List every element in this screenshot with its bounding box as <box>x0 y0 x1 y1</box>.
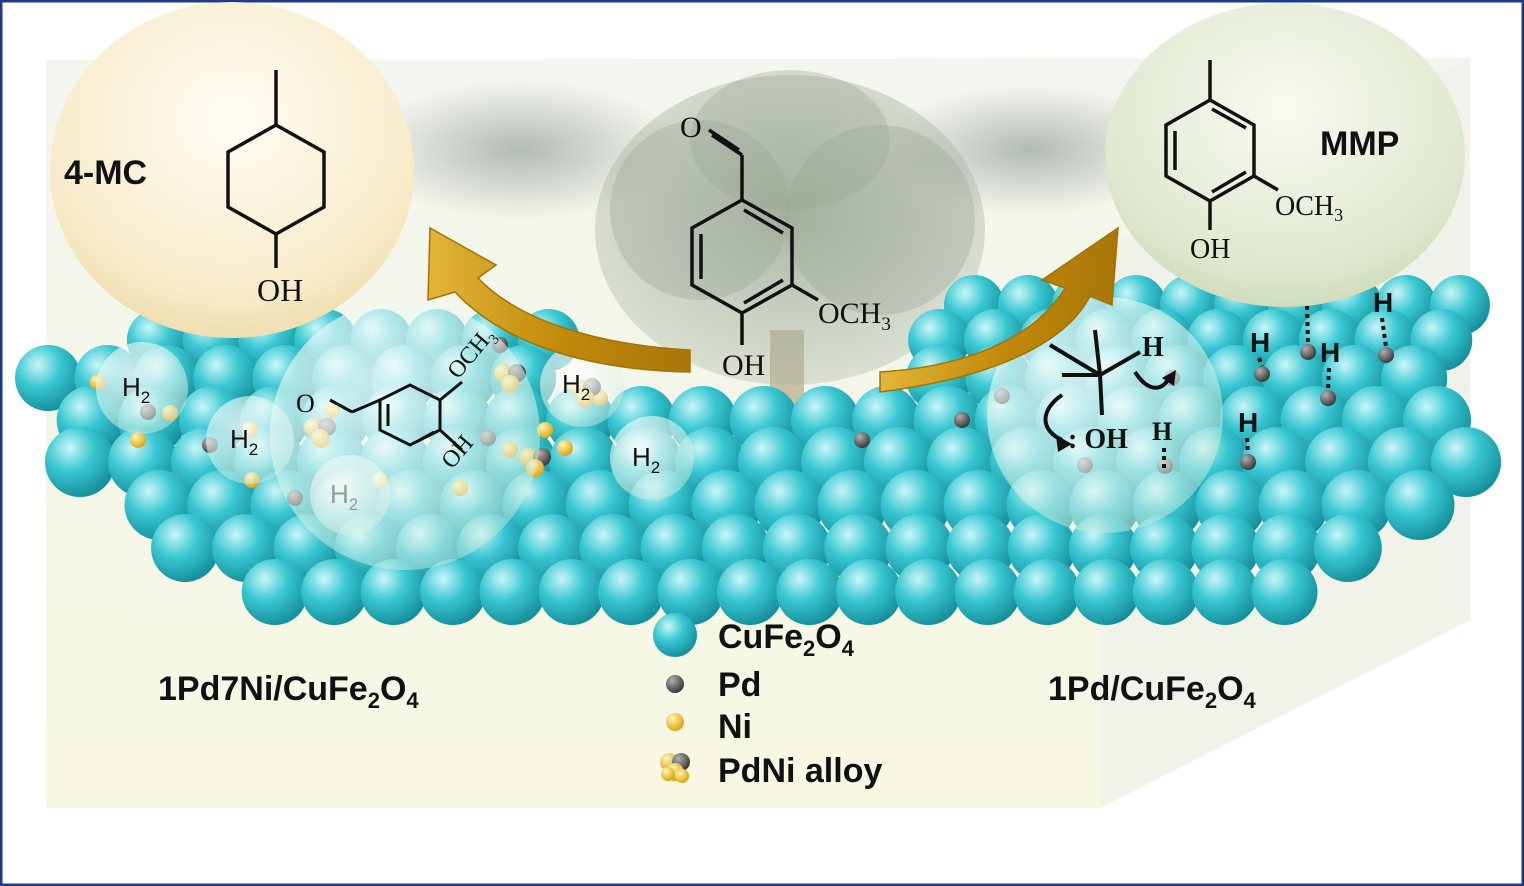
legend-pd-label: Pd <box>718 666 761 704</box>
spillover-h-label: H <box>1250 327 1270 358</box>
legend-pd-swatch <box>666 675 684 693</box>
cufe2o4-sphere <box>241 559 308 625</box>
cufe2o4-sphere <box>657 559 724 625</box>
reaction-arrow-right <box>879 226 1119 393</box>
adsorbed-vanillin: O OCH3 OH <box>270 300 540 570</box>
cufe2o4-sphere <box>835 559 902 625</box>
product-bubble-right <box>1105 3 1465 307</box>
vanillin-oh: OH <box>722 349 765 382</box>
vanillin-och3: OCH3 <box>818 297 891 335</box>
product-mmp-oh: OH <box>1190 234 1230 265</box>
legend-ni-label: Ni <box>718 708 752 746</box>
mechanism-bubble: H : OH H <box>987 297 1223 533</box>
cufe2o4-sphere <box>301 559 368 625</box>
pd-particle <box>1320 390 1336 406</box>
catalyst-label-left: 1Pd7Ni/CuFe2O4 <box>158 670 419 713</box>
cufe2o4-sphere <box>716 559 783 625</box>
product-4mc-oh: OH <box>257 272 303 308</box>
product-mmp: MMP OCH3 OH <box>1105 3 1465 307</box>
legend-pdni-label: PdNi alloy <box>718 752 882 790</box>
pd-particle <box>1378 347 1394 363</box>
spillover-h-label: H <box>1238 407 1258 438</box>
aldehyde-o-label: O <box>296 389 315 418</box>
mechanism-h2-label: H <box>1152 417 1172 446</box>
ni-particle <box>557 440 573 456</box>
cufe2o4-sphere <box>776 559 843 625</box>
cufe2o4-sphere <box>598 559 665 625</box>
cufe2o4-sphere <box>15 345 81 411</box>
mechanism-h-label: H <box>1142 332 1164 363</box>
spillover-h: H <box>1320 337 1340 391</box>
product-mmp-och3: OCH3 <box>1275 191 1343 225</box>
spillover-h-label: H <box>1320 337 1340 368</box>
pd-particle <box>1254 366 1270 382</box>
legend-cufe2o4-swatch <box>653 613 697 657</box>
spillover-h: H <box>1373 287 1393 348</box>
h2-bubble: H2 <box>96 342 188 434</box>
h2-bubble: H2 <box>610 416 694 500</box>
methylcyclohexanol-structure <box>226 70 326 268</box>
product-4mc: 4-MC OH <box>50 2 414 338</box>
cufe2o4-sphere <box>1431 427 1501 497</box>
spillover-h: H <box>1238 407 1258 455</box>
cufe2o4-sphere <box>479 559 546 625</box>
product-mmp-label: MMP <box>1320 125 1399 163</box>
spillover-h: H <box>1250 327 1270 367</box>
h2-label: H2 <box>122 372 150 407</box>
reaction-arrow-left <box>427 226 691 373</box>
pd-particle <box>1240 454 1256 470</box>
pd-particle <box>854 432 870 448</box>
cufe2o4-sphere <box>1013 559 1080 625</box>
reactant-vanillin: O OCH3 OH <box>680 111 891 382</box>
cufe2o4-sphere <box>419 559 486 625</box>
haze-cloud <box>360 80 680 220</box>
cufe2o4-sphere <box>1313 514 1382 582</box>
legend-pdni-swatch <box>660 753 690 783</box>
pd-particle <box>954 412 970 428</box>
legend-ni-swatch <box>666 713 684 731</box>
cufe2o4-sphere <box>1192 559 1259 625</box>
legend-cufe2o4-label: CuFe2O4 <box>718 618 855 661</box>
cufe2o4-sphere <box>538 559 605 625</box>
product-bubble-left <box>50 2 414 338</box>
product-4mc-label: 4-MC <box>64 154 147 192</box>
h2-label: H2 <box>562 369 590 404</box>
ni-particle <box>537 422 553 438</box>
pd-particle <box>1300 344 1316 360</box>
catalyst-label-right: 1Pd/CuFe2O4 <box>1048 670 1257 713</box>
ni-particle <box>130 432 146 448</box>
cufe2o4-sphere <box>895 559 962 625</box>
mmp-structure <box>1164 60 1279 230</box>
cufe2o4-sphere <box>45 427 115 497</box>
legend: CuFe2O4 Pd Ni PdNi alloy <box>653 613 882 790</box>
cufe2o4-sphere <box>1251 559 1318 625</box>
h2-label: H2 <box>230 424 258 459</box>
vanillin-aldehyde-o: O <box>680 111 702 144</box>
spillover-h-label: H <box>1373 287 1393 318</box>
cufe2o4-sphere <box>151 514 219 582</box>
cufe2o4-sphere <box>1384 470 1455 540</box>
h2-label: H2 <box>632 442 660 477</box>
cufe2o4-sphere <box>1073 559 1140 625</box>
mechanism-oh-label: : OH <box>1068 424 1128 455</box>
cufe2o4-sphere <box>1132 559 1199 625</box>
vanillin-structure <box>690 128 819 345</box>
cufe2o4-sphere <box>360 559 427 625</box>
cufe2o4-sphere <box>954 559 1021 625</box>
